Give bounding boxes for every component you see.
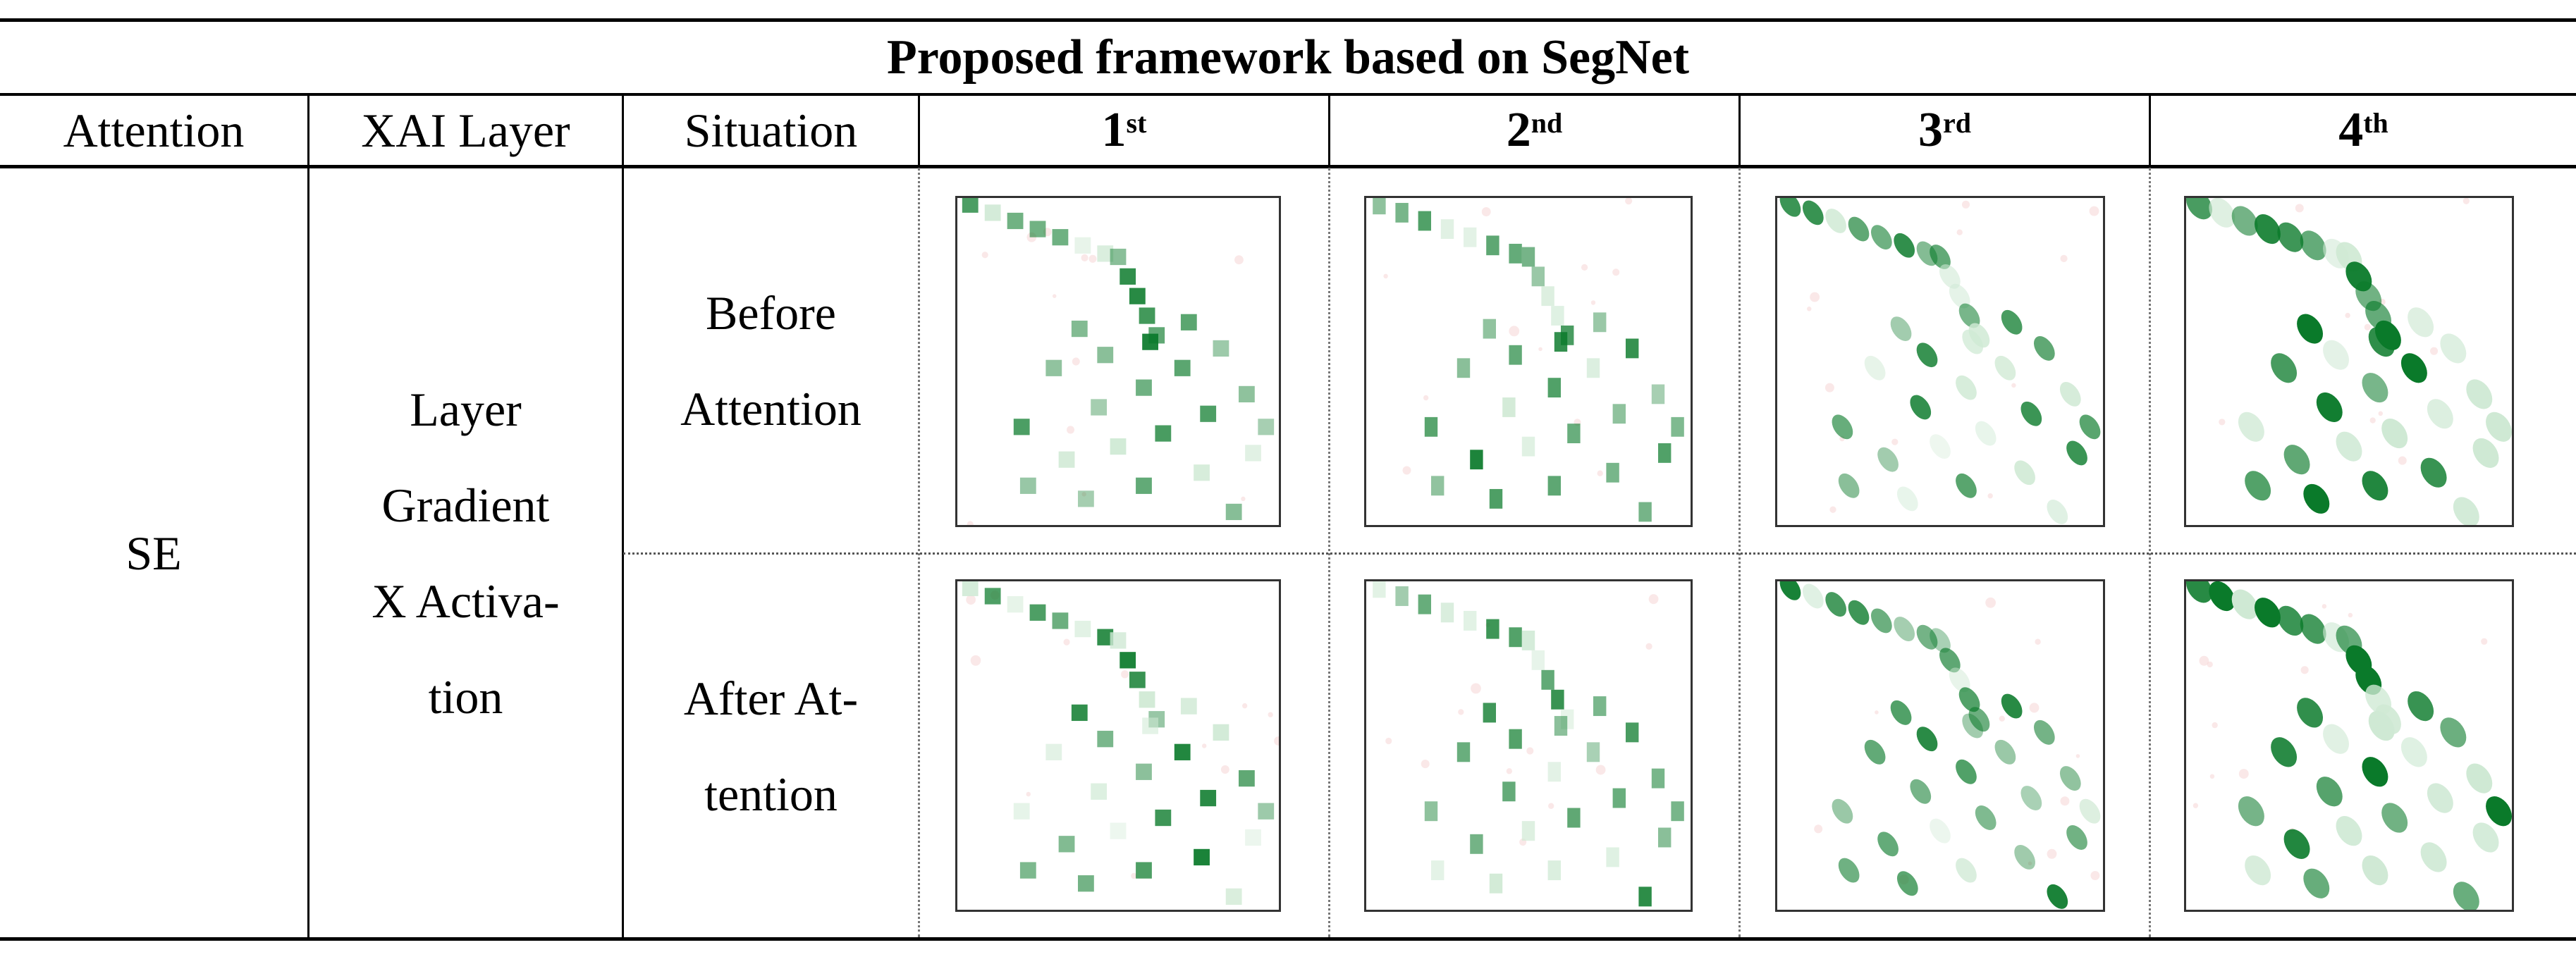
- col-divider-1: [307, 94, 309, 939]
- heatmap-before-3: [1775, 196, 2105, 527]
- heatmap-before-1: [955, 196, 1281, 527]
- heatmap-graphic: [962, 581, 1279, 906]
- heatmap-graphic: [2186, 198, 2512, 525]
- header-col-4-num: 4: [2338, 103, 2364, 157]
- heatmap-after-4: [2184, 579, 2514, 912]
- header-col-1-sup: st: [1126, 107, 1147, 139]
- heatmap-after-2: [1364, 579, 1693, 912]
- cell-situation-before: Before Attention: [624, 168, 918, 552]
- situation-after-line-2: tention: [704, 767, 838, 821]
- header-col-3-num: 3: [1918, 103, 1943, 157]
- bottom-rule: [0, 937, 2576, 941]
- header-col-4-sup: th: [2363, 107, 2388, 139]
- heatmap-graphic: [1373, 198, 1684, 522]
- xai-layer-line-1: Layer: [410, 382, 522, 436]
- situation-before-line-2: Attention: [680, 381, 861, 435]
- xai-layer-line-4: tion: [428, 669, 503, 724]
- col-divider-3: [918, 94, 920, 166]
- header-col-1-num: 1: [1101, 103, 1127, 157]
- row-dotted-divider: [623, 552, 2576, 555]
- cell-xai-layer: Layer Gradient X Activa- tion: [309, 168, 622, 937]
- xai-layer-line-2: Gradient: [381, 478, 550, 532]
- heatmap-graphic: [962, 198, 1275, 525]
- table-title: Proposed framework based on SegNet: [886, 30, 1690, 85]
- heatmap-after-1: [955, 579, 1281, 912]
- header-col-3-sup: rd: [1943, 107, 1971, 139]
- header-attention: Attention: [63, 104, 245, 157]
- heatmap-before-4: [2184, 196, 2514, 527]
- top-rule: [0, 18, 2576, 22]
- heatmap-graphic: [1373, 581, 1684, 907]
- header-situation: Situation: [684, 104, 858, 157]
- xai-layer-line-3: X Activa-: [372, 574, 560, 628]
- col-divider-6: [2149, 94, 2151, 166]
- situation-after-line-1: After At-: [683, 671, 859, 725]
- header-col-2-sup: nd: [1531, 107, 1563, 139]
- heatmap-graphic: [1779, 581, 2101, 909]
- heatmap-graphic: [2186, 581, 2512, 910]
- situation-before-line-1: Before: [705, 285, 836, 340]
- heatmap-before-2: [1364, 196, 1693, 527]
- heatmap-after-3: [1775, 579, 2105, 912]
- col-divider-2: [622, 94, 624, 939]
- cell-attention-se: SE: [125, 526, 182, 580]
- col-divider-4: [1328, 94, 1330, 166]
- cell-situation-after: After At- tention: [624, 555, 918, 937]
- header-xai-layer: XAI Layer: [361, 104, 570, 157]
- header-rule: [0, 165, 2576, 168]
- header-col-2-num: 2: [1506, 103, 1531, 157]
- col-divider-5: [1738, 94, 1741, 166]
- title-rule: [0, 93, 2576, 96]
- heatmap-graphic: [1779, 198, 2101, 524]
